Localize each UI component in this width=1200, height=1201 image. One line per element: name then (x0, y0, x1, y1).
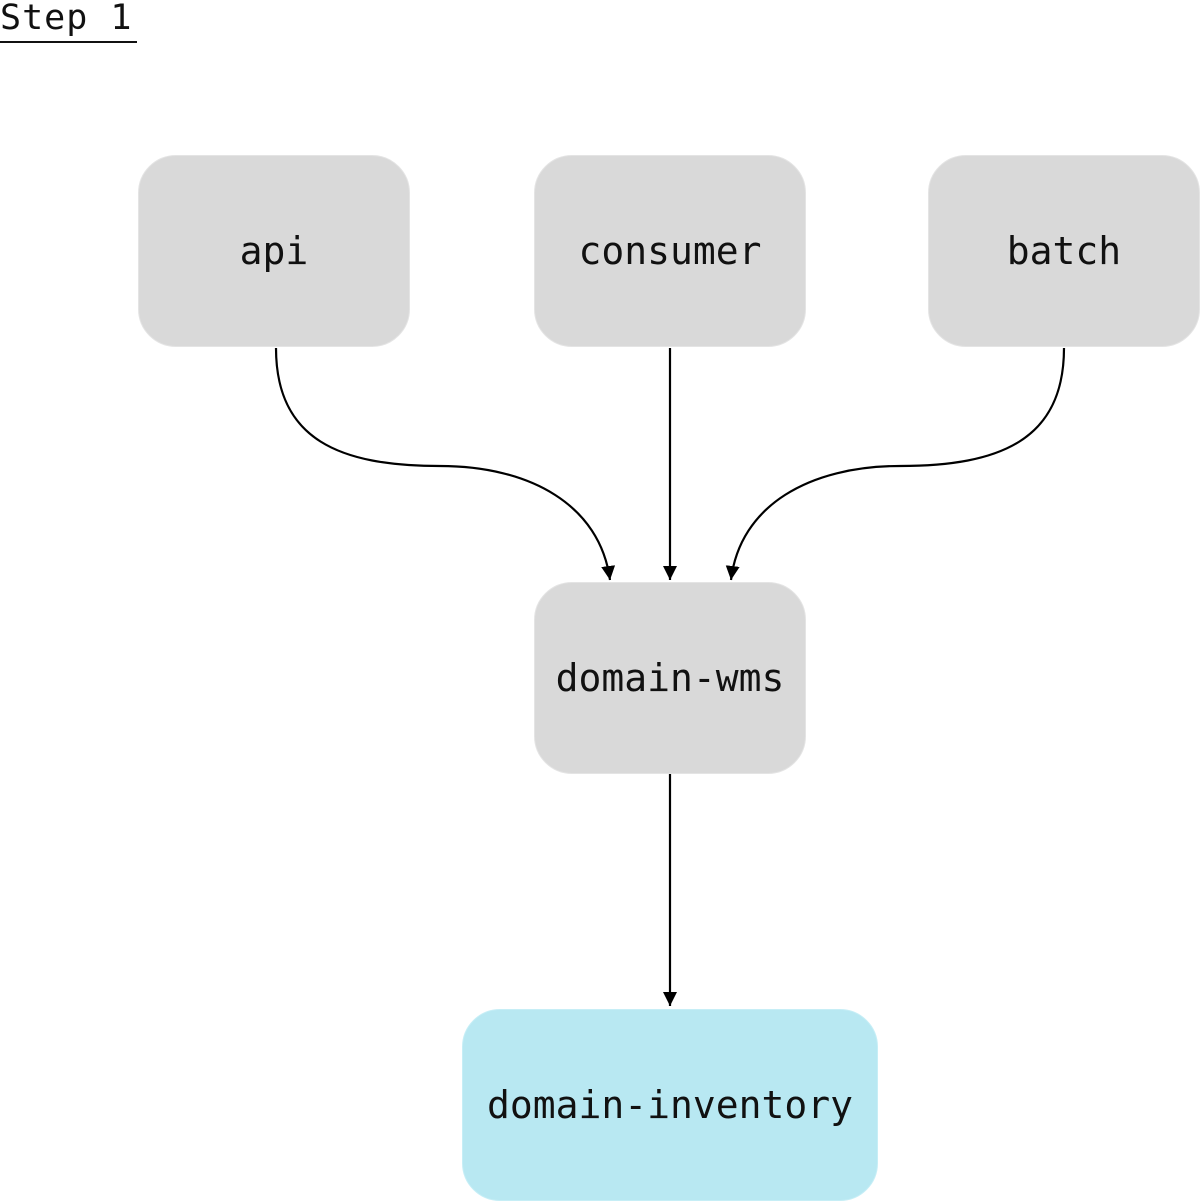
node-consumer-label: consumer (578, 229, 762, 273)
step-title-underline (0, 41, 137, 43)
node-batch[interactable]: batch (928, 155, 1200, 347)
node-domain-wms-label: domain-wms (555, 656, 785, 700)
node-domain-inventory[interactable]: domain-inventory (462, 1009, 878, 1201)
node-api[interactable]: api (138, 155, 410, 347)
edge-batch-to-domain-wms (725, 347, 1066, 581)
step-title: Step 1 (0, 0, 133, 38)
node-domain-wms[interactable]: domain-wms (534, 582, 806, 774)
edge-api-to-domain-wms (274, 347, 616, 581)
node-api-label: api (239, 229, 309, 273)
node-batch-label: batch (1006, 229, 1122, 273)
node-consumer[interactable]: consumer (534, 155, 806, 347)
node-domain-inventory-label: domain-inventory (486, 1083, 854, 1127)
